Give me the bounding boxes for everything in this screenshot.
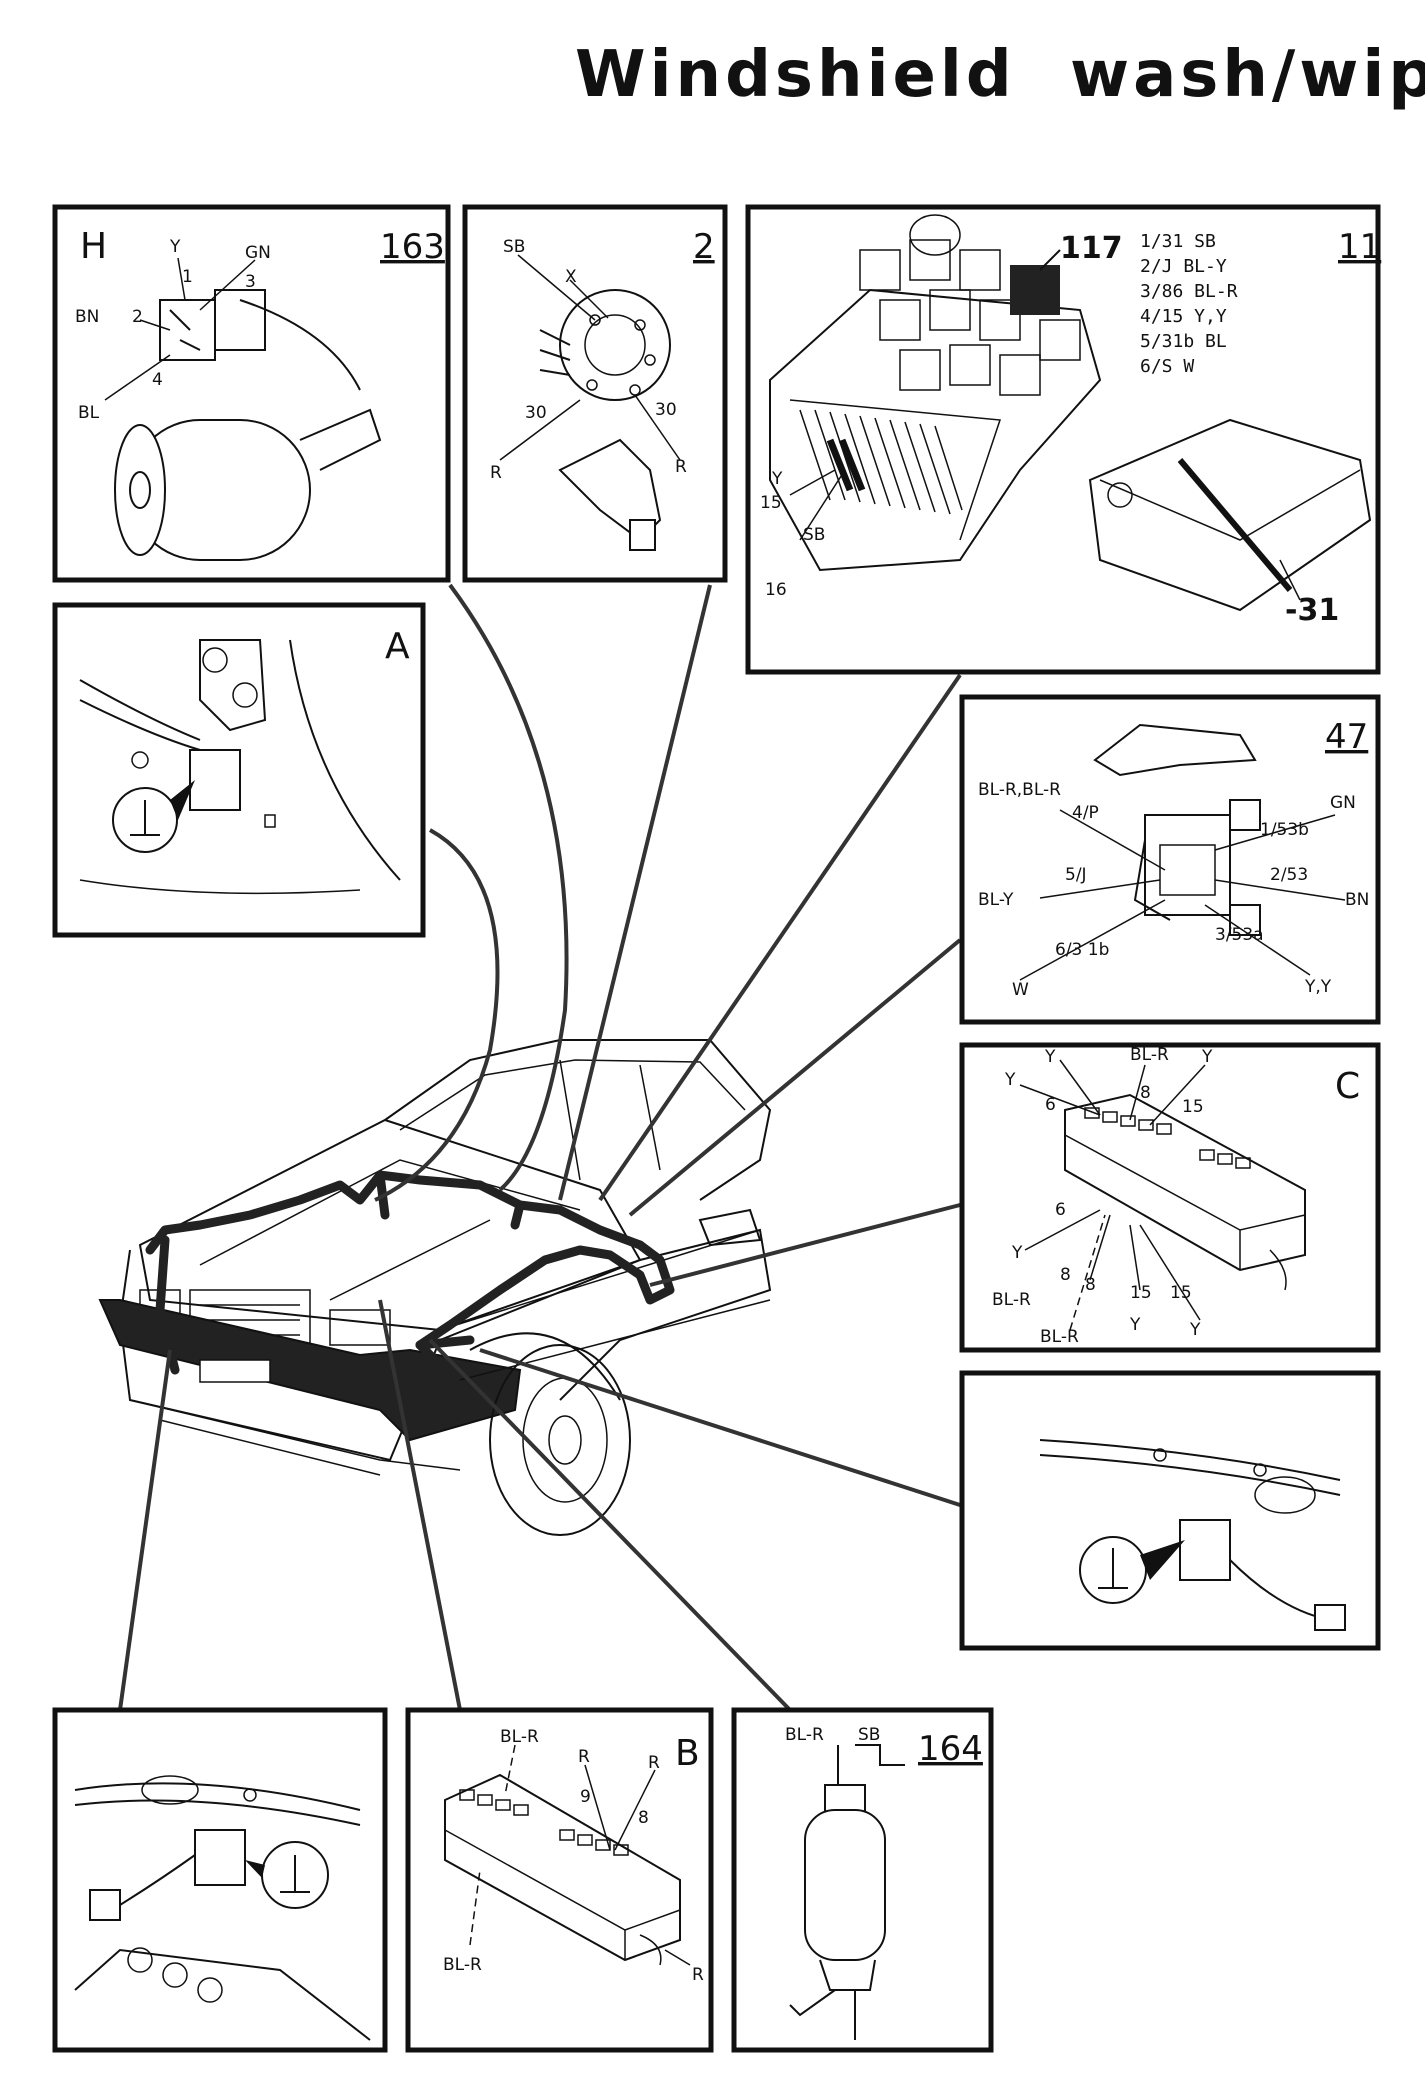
- wire-label: R: [692, 1965, 704, 1985]
- wire-label: 6: [1045, 1095, 1056, 1115]
- ground-label: -31: [1285, 593, 1339, 628]
- wire-label: 8: [1060, 1265, 1071, 1285]
- wire-label: Y: [1004, 1070, 1016, 1090]
- wire-label: Y: [1189, 1320, 1201, 1340]
- wire-label: Y: [1044, 1047, 1056, 1067]
- wire-label: BL-R: [1130, 1045, 1169, 1065]
- wire-label: BL-R: [785, 1725, 824, 1745]
- relay-legend-item: 3/86 BL-R: [1140, 281, 1238, 302]
- wire-label: 3: [245, 272, 256, 292]
- relay-legend-item: 5/31b BL: [1140, 331, 1227, 352]
- wire-label: BL-R: [1040, 1327, 1079, 1347]
- panel-wiper-switch: 47 BL-R,BL-R 4/P GN 1/53b BL-Y 5/J 2/53 …: [959, 694, 1381, 1025]
- wire-label: 15: [1170, 1283, 1192, 1303]
- relay-legend-item: 4/15 Y,Y: [1140, 306, 1227, 327]
- wire-label: 8: [638, 1808, 649, 1828]
- wire-label: 16: [765, 580, 787, 600]
- relay-number: 117: [1060, 231, 1123, 266]
- wire-label: 15: [1182, 1097, 1204, 1117]
- wire-label: 6: [1055, 1200, 1066, 1220]
- component-number: 163: [380, 227, 445, 267]
- wire-label: 4/P: [1072, 803, 1099, 823]
- panel-ground-a: A: [52, 602, 426, 938]
- wire-label: Y: [169, 237, 181, 257]
- panel-ignition-switch: 2 SB X 30 30 R R: [462, 204, 728, 583]
- wire-label: SB: [503, 237, 525, 257]
- wire-label: SB: [858, 1725, 880, 1745]
- wire-label: 4: [152, 370, 163, 390]
- wire-label: GN: [1330, 793, 1356, 813]
- wire-label: R: [578, 1747, 590, 1767]
- component-number: 11: [1338, 227, 1381, 267]
- relay-legend-item: 1/31 SB: [1140, 231, 1216, 252]
- panel-letter: A: [385, 626, 410, 667]
- panel-letter: B: [675, 1733, 700, 1774]
- wire-label: Y: [1201, 1047, 1213, 1067]
- wire-label: GN: [245, 243, 271, 263]
- wire-label: R: [675, 457, 687, 477]
- wire-label: BL: [78, 403, 100, 423]
- wire-label: 15: [760, 493, 782, 513]
- wire-label: Y,Y: [1304, 977, 1332, 997]
- wire-label: 1: [182, 267, 193, 287]
- panel-relay-box: 11 117 1/31 SB 2/J BL-Y 3/86 BL-R 4/15 Y…: [745, 204, 1381, 675]
- wire-label: BL-R,BL-R: [978, 780, 1061, 800]
- wire-label: 30: [655, 400, 677, 420]
- wire-label: BN: [75, 307, 99, 327]
- panel-washer-pump: 164 BL-R SB: [731, 1707, 994, 2053]
- panel-connector-b: B BL-R R R 9 8 BL-R R: [405, 1707, 714, 2053]
- wire-label: Y: [771, 469, 783, 489]
- wire-label: SB: [803, 525, 825, 545]
- wire-label: BL-R: [443, 1955, 482, 1975]
- wire-label: R: [648, 1753, 660, 1773]
- wire-label: Y: [1129, 1315, 1141, 1335]
- wire-label: R: [490, 463, 502, 483]
- relay-legend-item: 2/J BL-Y: [1140, 256, 1227, 277]
- component-number: 47: [1325, 717, 1368, 757]
- relay-legend-item: 6/S W: [1140, 356, 1194, 377]
- wire-label: 5/J: [1065, 865, 1087, 885]
- component-number: 2: [693, 227, 715, 267]
- wire-label: 9: [580, 1787, 591, 1807]
- wire-label: 3/53a: [1215, 925, 1264, 945]
- component-number: 164: [918, 1729, 983, 1769]
- wire-label: BL-R: [500, 1727, 539, 1747]
- page-title: Windshield wash/wipe: [575, 38, 1425, 112]
- wire-label: X: [565, 267, 577, 287]
- guide-lines: [118, 583, 962, 1712]
- wire-label: Y: [1011, 1243, 1023, 1263]
- panel-ground-engine: [52, 1707, 388, 2053]
- wire-label: 30: [525, 403, 547, 423]
- wire-label: 15: [1130, 1283, 1152, 1303]
- wire-label: 2/53: [1270, 865, 1308, 885]
- wire-label: BN: [1345, 890, 1369, 910]
- wire-label: 8: [1140, 1083, 1151, 1103]
- panel-letter: C: [1335, 1066, 1360, 1107]
- panel-letter: H: [80, 226, 107, 267]
- wire-label: BL-Y: [978, 890, 1014, 910]
- wire-label: 2: [132, 307, 143, 327]
- panel-wiper-motor: H 163 Y GN 1 3 BN 2 4 BL: [52, 204, 451, 583]
- wire-label: 6/3 1b: [1055, 940, 1109, 960]
- car-illustration: [98, 1039, 772, 1536]
- wire-label: 8: [1085, 1275, 1096, 1295]
- panel-ground-right: [959, 1370, 1381, 1651]
- wire-label: 1/53b: [1260, 820, 1309, 840]
- wire-label: BL-R: [992, 1290, 1031, 1310]
- panel-connector-c: C Y BL-R Y Y 6 8 15 6 Y 8 8 BL-R BL-R: [959, 1042, 1381, 1353]
- wire-label: W: [1012, 980, 1029, 1000]
